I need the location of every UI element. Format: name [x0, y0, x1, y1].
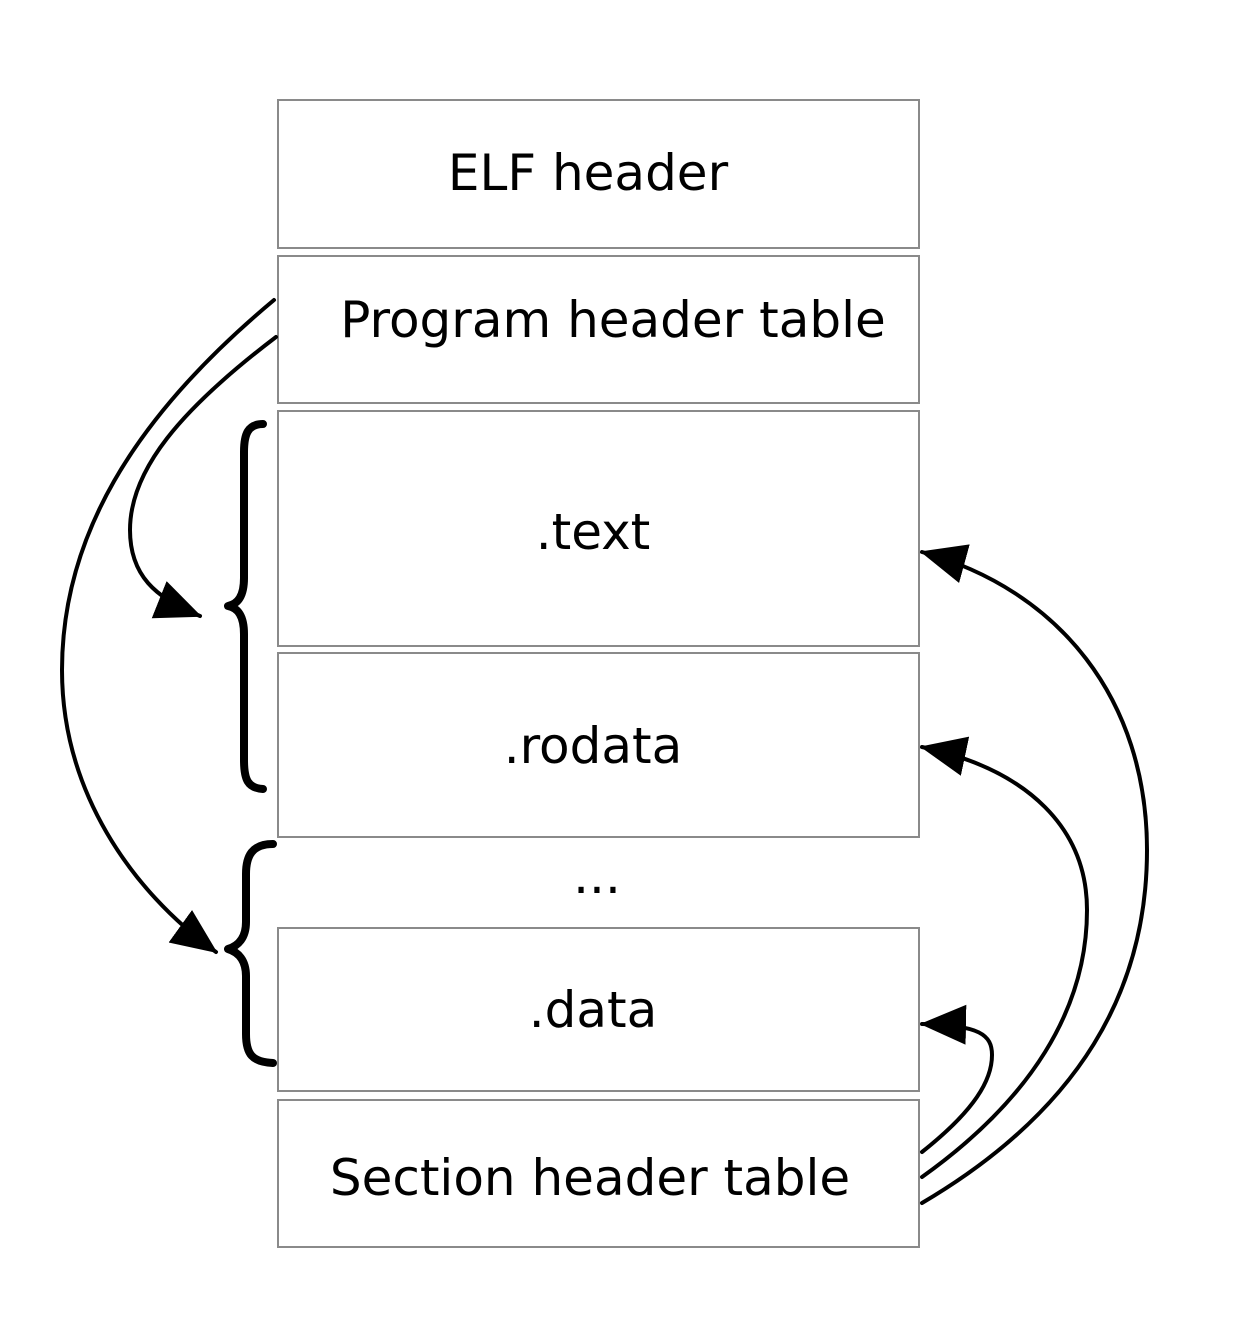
text-section-label: .text	[536, 503, 651, 561]
segment-brace-upper	[224, 420, 267, 793]
section-header-to-data-arrow	[920, 1004, 995, 1154]
section-header-table-label: Section header table	[330, 1149, 850, 1207]
segment-brace-lower	[224, 840, 277, 1067]
rodata-section-label: .rodata	[504, 717, 683, 775]
program-header-to-data-segment-arrow	[59, 298, 276, 954]
section-header-table-box: Section header table	[277, 1099, 920, 1248]
program-header-table-box: Program header table	[277, 255, 920, 404]
ellipsis-label: ...	[573, 847, 621, 905]
elf-header-box: ELF header	[277, 99, 920, 249]
program-header-table-label: Program header table	[340, 291, 886, 349]
data-section-box: .data	[277, 927, 920, 1092]
section-header-to-text-arrow	[920, 544, 1150, 1205]
data-section-label: .data	[529, 981, 658, 1039]
section-header-to-rodata-arrow	[920, 736, 1090, 1179]
elf-header-label: ELF header	[448, 144, 729, 202]
text-section-box: .text	[277, 410, 920, 647]
program-header-to-text-segment-arrow	[127, 335, 278, 619]
rodata-section-box: .rodata	[277, 652, 920, 838]
